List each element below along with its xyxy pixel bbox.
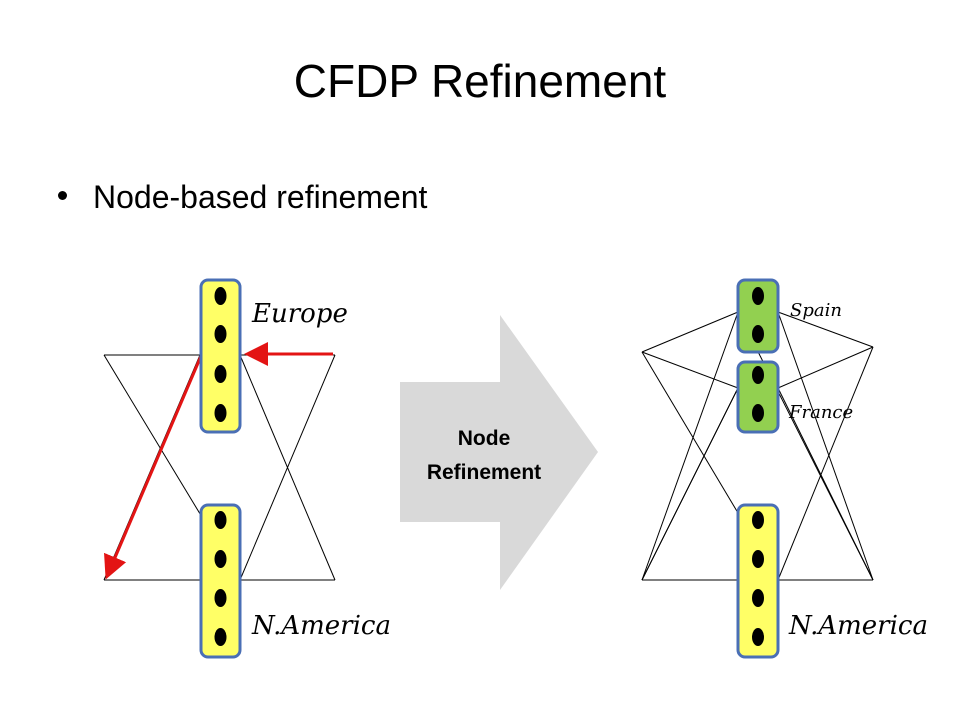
- node-spain: [736, 278, 780, 354]
- bullet-dot-icon: [58, 191, 67, 201]
- bullet-item: Node-based refinement: [58, 181, 427, 213]
- slide-title: CFDP Refinement: [293, 55, 667, 107]
- node-namerica-right: [736, 503, 780, 659]
- left-red-edges: [104, 342, 333, 580]
- bullet-text: Node-based refinement: [93, 179, 428, 215]
- refinement-arrow: Node Refinement: [400, 315, 598, 590]
- label-france: France: [788, 402, 853, 423]
- node-france: [736, 360, 780, 434]
- label-namerica-left: N.America: [251, 611, 391, 641]
- arrow-label-line1: Node: [458, 427, 511, 450]
- arrow-label-line2: Refinement: [427, 461, 541, 484]
- node-europe: [199, 278, 242, 434]
- label-namerica-right: N.America: [788, 611, 928, 641]
- label-europe: Europe: [251, 299, 348, 329]
- right-edges: [641, 311, 874, 581]
- label-spain: Spain: [790, 300, 842, 321]
- node-namerica-left: [199, 503, 242, 659]
